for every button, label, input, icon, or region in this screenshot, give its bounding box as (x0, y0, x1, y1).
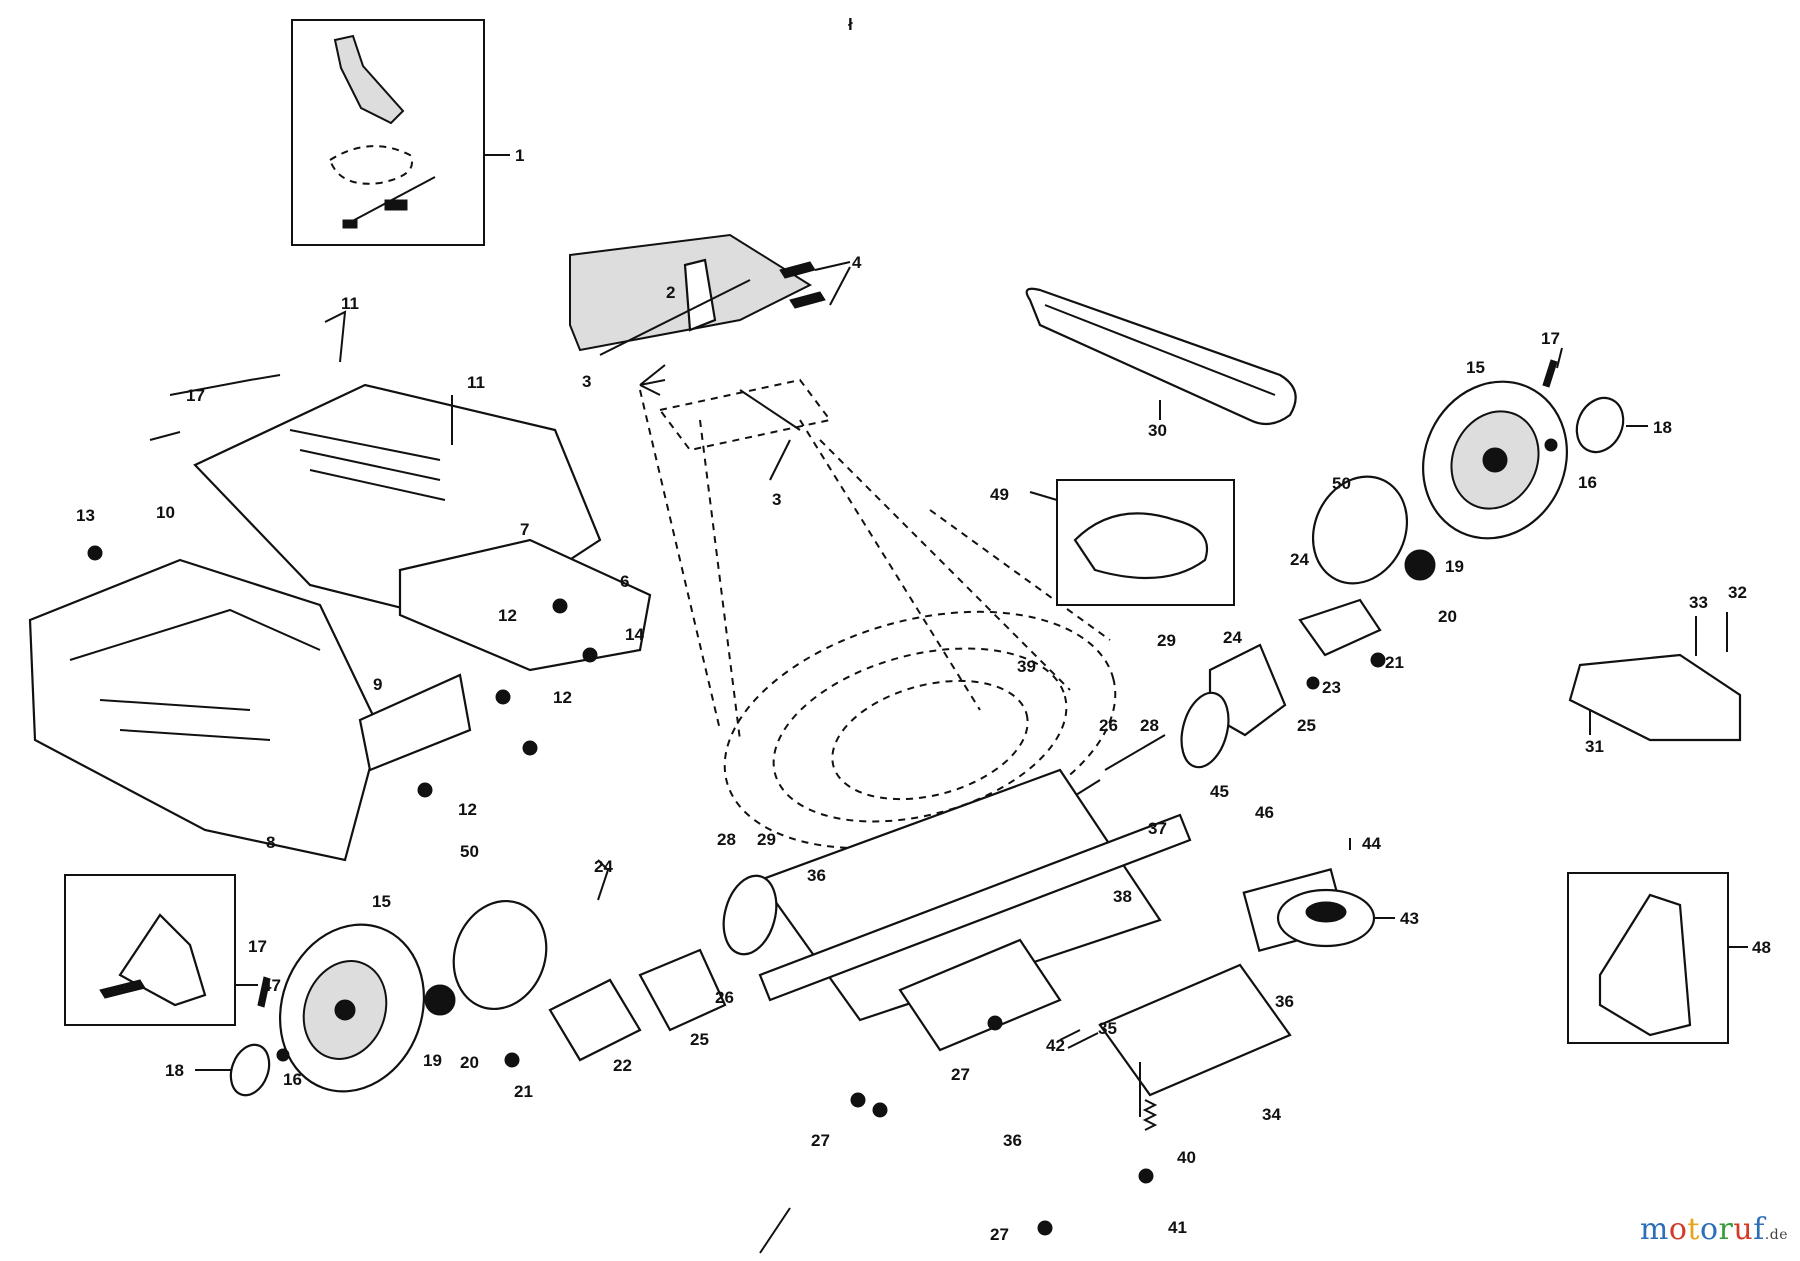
callout-44: 44 (1362, 834, 1381, 853)
callout-35: 35 (1098, 1019, 1117, 1038)
callout-11-left: 11 (341, 294, 359, 313)
callout-18-left: 18 (165, 1061, 184, 1080)
watermark-letter: f (1753, 1212, 1765, 1247)
callout-12-b: 12 (553, 688, 572, 707)
callout-11-right: 11 (467, 373, 485, 392)
callout-24-left: 24 (594, 857, 613, 876)
callout-3-top: 3 (582, 372, 591, 391)
callout-19-left: 19 (423, 1051, 442, 1070)
callout-33: 33 (1689, 593, 1708, 612)
handle-assembly (569, 233, 851, 481)
callout-22: 22 (613, 1056, 632, 1075)
callout-2: 2 (666, 283, 675, 302)
callout-20-left: 20 (460, 1053, 479, 1072)
callout-15-left: 15 (372, 892, 391, 911)
watermark-letter: m (1639, 1212, 1669, 1247)
callout-37: 37 (1148, 819, 1167, 838)
callout-7: 7 (520, 520, 529, 539)
callout-16-left: 16 (283, 1070, 302, 1089)
callout-21-left: 21 (514, 1082, 533, 1101)
callout-32: 32 (1728, 583, 1747, 602)
callout-29-right: 29 (1157, 631, 1176, 650)
callout-49: 49 (990, 485, 1009, 504)
callout-14: 14 (625, 625, 644, 644)
watermark-letter: o (1668, 1212, 1688, 1247)
callout-36-a: 36 (807, 866, 826, 885)
callout-42: 42 (1046, 1036, 1065, 1055)
callout-48: 48 (1752, 938, 1771, 957)
inset-part-47 (64, 874, 258, 1026)
callout-40: 40 (1177, 1148, 1196, 1167)
watermark-letter: o (1699, 1212, 1719, 1247)
callout-9: 9 (373, 675, 382, 694)
callout-8: 8 (266, 833, 275, 852)
grass-catcher (28, 310, 652, 862)
callout-1: 1 (515, 146, 524, 165)
top-mark: ł (848, 15, 853, 34)
callout-4: 4 (852, 253, 862, 272)
callout-28-left: 28 (717, 830, 736, 849)
callout-16-right: 16 (1578, 473, 1597, 492)
right-wheel-assembly (1311, 347, 1648, 585)
callout-36-c: 36 (1275, 992, 1294, 1011)
inset-part-1 (291, 19, 510, 246)
callout-30: 30 (1148, 421, 1167, 440)
callout-43: 43 (1400, 909, 1419, 928)
callout-29-left: 29 (757, 830, 776, 849)
callout-17-right: 17 (1541, 329, 1560, 348)
left-wheel-assembly (195, 899, 548, 1097)
watermark-letter: u (1733, 1212, 1754, 1247)
callout-39: 39 (1017, 657, 1036, 676)
watermark-letter: r (1718, 1212, 1734, 1247)
callout-27-a: 27 (951, 1065, 970, 1084)
inset-part-49 (1029, 479, 1235, 606)
callout-31: 31 (1585, 737, 1604, 756)
watermark-letter: t (1687, 1212, 1700, 1247)
callout-27-b: 27 (811, 1131, 830, 1150)
callout-24-right-b: 24 (1223, 628, 1242, 647)
callout-21-right: 21 (1385, 653, 1404, 672)
callout-26-right: 26 (1099, 716, 1118, 735)
callout-26-left: 26 (715, 988, 734, 1007)
watermark-tld: .de (1764, 1227, 1788, 1243)
callout-13: 13 (76, 506, 95, 525)
callout-17-left: 17 (186, 386, 205, 405)
callout-46: 46 (1255, 803, 1274, 822)
callout-34: 34 (1262, 1105, 1281, 1124)
callout-50-right: 50 (1332, 474, 1351, 493)
callout-19-right: 19 (1445, 557, 1464, 576)
callout-23-right: 23 (1322, 678, 1341, 697)
callout-18-right: 18 (1653, 418, 1672, 437)
callout-27-c: 27 (990, 1225, 1009, 1244)
callout-23-left: 25 (690, 1030, 709, 1049)
right-height-adjuster (1019, 598, 1386, 831)
drive-belt (1025, 287, 1297, 426)
callout-6: 6 (620, 572, 629, 591)
callout-25-right: 25 (1297, 716, 1316, 735)
callout-38: 38 (1113, 887, 1132, 906)
mower-deck (723, 610, 1162, 1022)
leader-line (759, 1207, 791, 1254)
callout-20-right: 20 (1438, 607, 1457, 626)
callout-15-right: 15 (1466, 358, 1485, 377)
callout-3-mid: 3 (772, 490, 781, 509)
drive-axle (758, 813, 1395, 1236)
callout-17-left-b: 17 (248, 937, 267, 956)
callout-41: 41 (1168, 1218, 1187, 1237)
callout-36-b: 36 (1003, 1131, 1022, 1150)
callout-12-a: 12 (498, 606, 517, 625)
callout-10: 10 (156, 503, 175, 522)
rear-flap (1568, 612, 1742, 742)
inset-part-48 (1567, 872, 1748, 1044)
callout-24-right-a: 24 (1290, 550, 1309, 569)
left-height-adjuster (548, 859, 778, 1062)
assembly-guides (639, 389, 1111, 741)
callout-45: 45 (1210, 782, 1229, 801)
callout-12-c: 12 (458, 800, 477, 819)
callout-50-left: 50 (460, 842, 479, 861)
watermark-logo: motoruf.de (1640, 1212, 1788, 1247)
callout-28-right: 28 (1140, 716, 1159, 735)
